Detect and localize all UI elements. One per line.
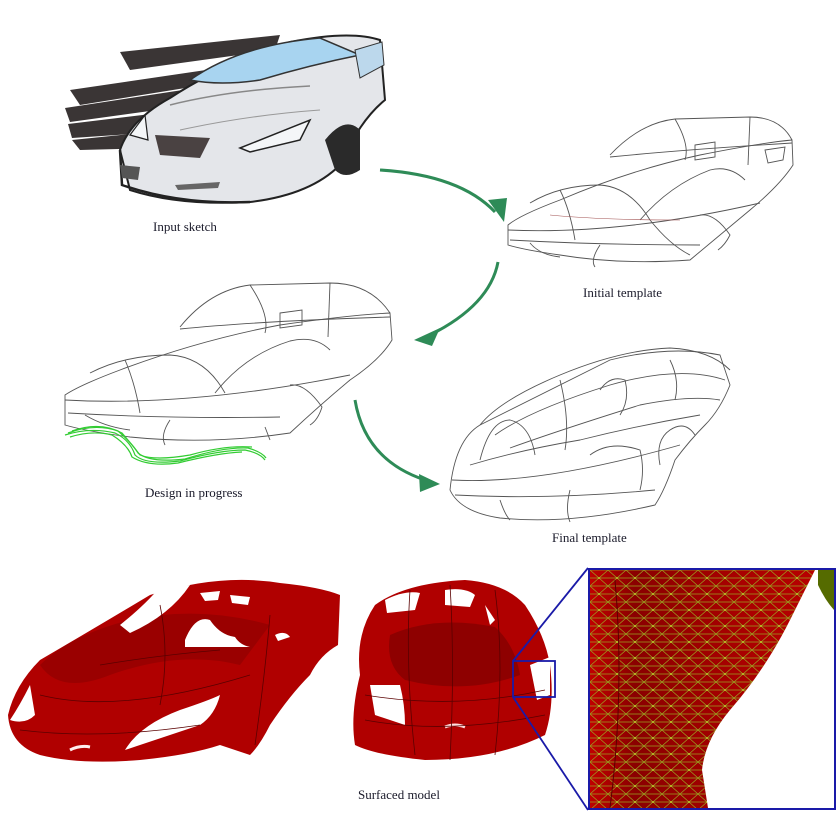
input-sketch-panel: [60, 20, 390, 210]
zoom-source-box: [512, 660, 556, 698]
arrow-sketch-to-initial: [379, 168, 497, 214]
initial-template-panel: [500, 95, 800, 275]
input-sketch-image: [65, 34, 387, 204]
caption-surfaced-model: Surfaced model: [358, 787, 440, 802]
surfaced-car-left: [8, 579, 340, 762]
caption-final-template: Final template: [552, 530, 627, 545]
arrow-head-1: [488, 198, 507, 222]
caption-input-sketch: Input sketch: [153, 219, 217, 234]
green-edit-strokes: [64, 425, 267, 465]
mesh-zoom-inset: [588, 568, 836, 810]
caption-design-in-progress: Design in progress: [145, 485, 243, 500]
initial-template-wireframe: [507, 116, 794, 268]
final-template-wireframe: [449, 347, 731, 523]
surfaced-car-right: [353, 580, 552, 761]
design-in-progress-panel: [60, 255, 400, 470]
arrow-head-3: [419, 474, 440, 492]
mesh-detail: [590, 570, 834, 808]
surfaced-model-left: [0, 565, 350, 775]
caption-initial-template: Initial template: [583, 285, 663, 300]
final-template-panel: [440, 340, 740, 530]
design-in-progress-wireframe: [64, 282, 393, 446]
arrow-progress-to-final: [353, 399, 426, 482]
surfaced-model-right: [345, 565, 560, 780]
arrow-initial-to-progress: [429, 261, 500, 337]
arrow-head-2: [414, 328, 440, 346]
